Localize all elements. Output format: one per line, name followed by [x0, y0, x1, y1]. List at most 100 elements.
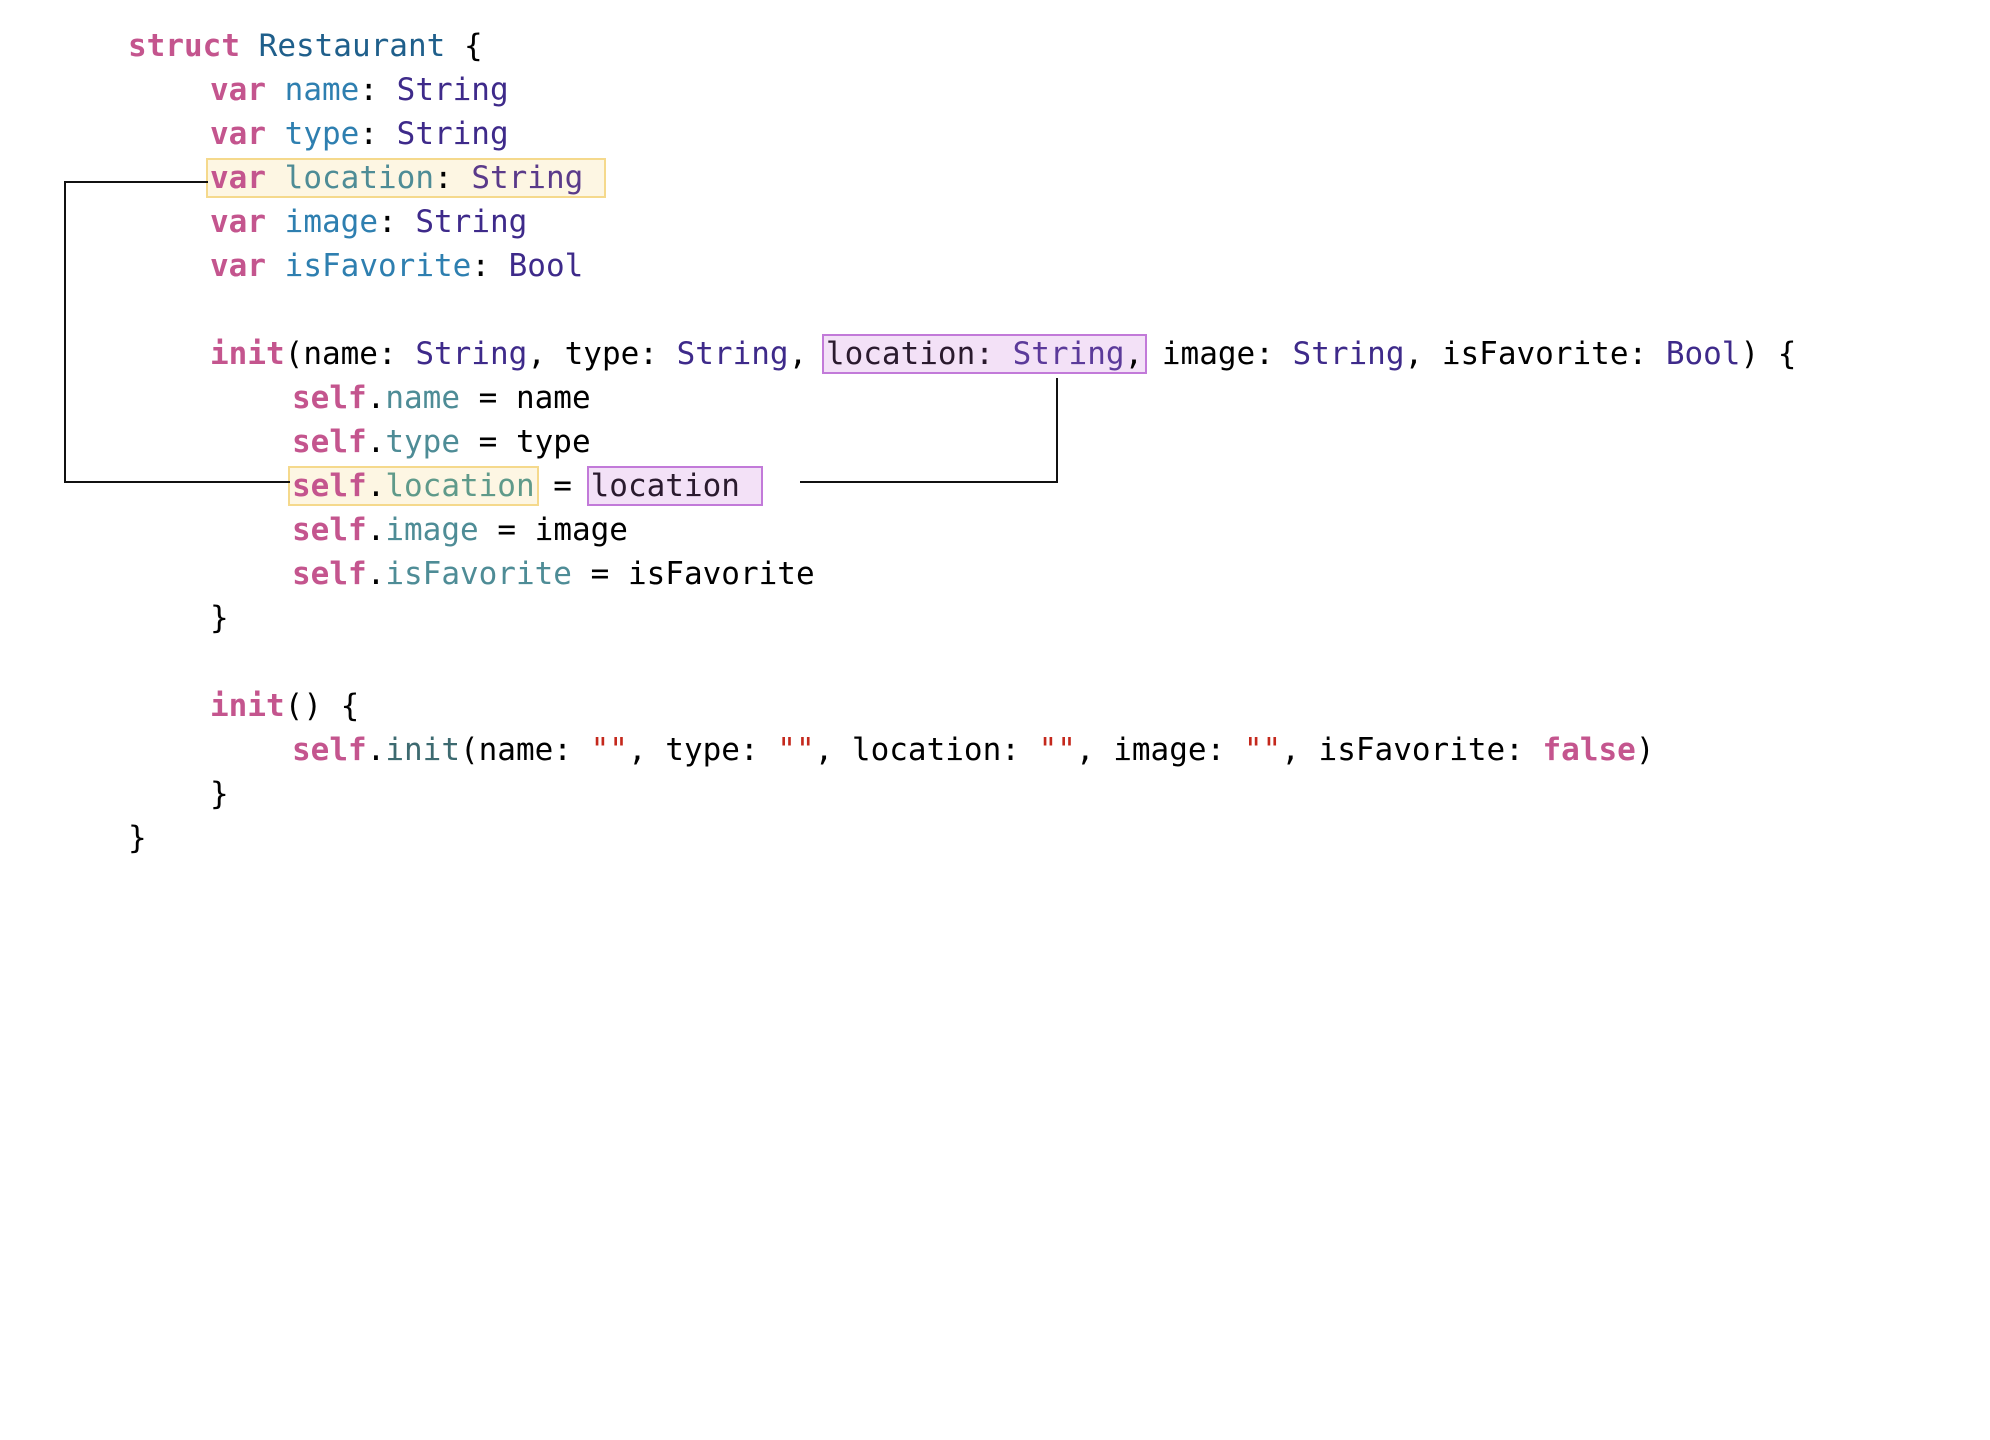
- self-keyword: self: [292, 468, 367, 504]
- location-value-highlight: location: [586, 466, 763, 506]
- location-parameter-highlight: location: String,: [821, 334, 1148, 374]
- assignment-line-image: self.image = image: [292, 508, 628, 552]
- assigned-value: isFavorite: [627, 556, 815, 592]
- colon: :: [471, 248, 509, 284]
- property-type: String: [415, 204, 528, 240]
- dot: .: [366, 468, 386, 504]
- member-name: name: [385, 380, 460, 416]
- param-type: String: [415, 336, 528, 372]
- var-keyword: var: [210, 72, 266, 108]
- param-label: , isFavorite:: [1404, 336, 1666, 372]
- dot: .: [366, 556, 386, 592]
- default-init-signature-line: init() {: [210, 684, 359, 728]
- var-keyword: var: [210, 116, 266, 152]
- open-brace: {: [445, 28, 483, 64]
- assignment-line-location: self.location = location: [288, 464, 763, 508]
- assigned-value: image: [534, 512, 628, 548]
- dot: .: [366, 424, 386, 460]
- param-label: , type:: [527, 336, 677, 372]
- self-keyword: self: [292, 556, 367, 592]
- self-keyword: self: [292, 424, 367, 460]
- assign-op: =: [534, 468, 591, 504]
- var-keyword: var: [210, 160, 266, 196]
- assigned-value: location: [590, 468, 740, 504]
- self-location-highlight: self.location: [288, 466, 539, 506]
- location-property-highlight: var location: String: [206, 158, 606, 198]
- init-keyword: init: [210, 336, 285, 372]
- member-name: type: [385, 424, 460, 460]
- arg-label: , type:: [627, 732, 778, 768]
- assign-op: =: [478, 512, 535, 548]
- property-name: type: [284, 116, 360, 152]
- assign-op: =: [571, 556, 628, 592]
- member-name: isFavorite: [385, 556, 572, 592]
- property-name: image: [284, 204, 378, 240]
- false-keyword: false: [1542, 732, 1636, 768]
- connector-left-vertical: [64, 181, 66, 483]
- param-label: location:: [825, 336, 1013, 372]
- arg-label: , isFavorite:: [1281, 732, 1543, 768]
- struct-keyword: struct: [128, 28, 240, 64]
- empty-string: "": [1038, 732, 1076, 768]
- param-label: (name:: [284, 336, 416, 372]
- arg-label: (name:: [459, 732, 591, 768]
- connector-value-horizontal: [800, 481, 1058, 483]
- assignment-line-type: self.type = type: [292, 420, 591, 464]
- struct-close-brace: }: [128, 820, 147, 856]
- separator: ,: [788, 336, 826, 372]
- property-line-location: var location: String: [206, 156, 606, 200]
- empty-string: "": [590, 732, 628, 768]
- dot: .: [366, 732, 386, 768]
- member-name: image: [385, 512, 479, 548]
- connector-self-location-bottom: [64, 481, 290, 483]
- param-type: String: [1012, 336, 1125, 372]
- param-type: String: [676, 336, 789, 372]
- property-name: location: [284, 160, 434, 196]
- dot: .: [366, 512, 386, 548]
- colon: :: [378, 204, 416, 240]
- init-close-brace: }: [210, 600, 229, 636]
- self-keyword: self: [292, 512, 367, 548]
- property-name: isFavorite: [284, 248, 472, 284]
- property-line-isfavorite: var isFavorite: Bool: [210, 244, 583, 288]
- self-keyword: self: [292, 380, 367, 416]
- assigned-value: type: [515, 424, 591, 460]
- signature-end: ) {: [1740, 336, 1797, 372]
- empty-string: "": [777, 732, 815, 768]
- connector-property-top: [64, 181, 208, 183]
- colon: :: [433, 160, 472, 196]
- arg-label: , location:: [814, 732, 1039, 768]
- init-method: init: [385, 732, 460, 768]
- property-line-name: var name: String: [210, 68, 509, 112]
- arg-label: , image:: [1075, 732, 1244, 768]
- default-init-close-brace: }: [210, 776, 229, 812]
- property-type: Bool: [508, 248, 584, 284]
- colon: :: [359, 72, 397, 108]
- assign-op: =: [459, 424, 516, 460]
- dot: .: [366, 380, 386, 416]
- call-end: ): [1635, 732, 1655, 768]
- comma: ,: [1124, 336, 1144, 372]
- property-type: String: [471, 160, 584, 196]
- code-listing: struct Restaurant { var name: String var…: [0, 0, 1796, 1440]
- var-keyword: var: [210, 248, 266, 284]
- connector-param-vertical: [1056, 378, 1058, 483]
- param-type: String: [1292, 336, 1405, 372]
- assign-op: =: [459, 380, 516, 416]
- assignment-line-name: self.name = name: [292, 376, 591, 420]
- param-type: Bool: [1665, 336, 1741, 372]
- property-name: name: [284, 72, 360, 108]
- signature-end: () {: [284, 688, 360, 724]
- property-type: String: [396, 72, 509, 108]
- colon: :: [359, 116, 397, 152]
- init-signature-line: init(name: String, type: String, locatio…: [210, 332, 1796, 376]
- property-line-image: var image: String: [210, 200, 527, 244]
- empty-string: "": [1243, 732, 1282, 768]
- assignment-line-isfavorite: self.isFavorite = isFavorite: [292, 552, 815, 596]
- init-keyword: init: [210, 688, 285, 724]
- default-init-call-line: self.init(name: "", type: "", location: …: [292, 728, 1655, 772]
- property-type: String: [396, 116, 509, 152]
- struct-declaration-line: struct Restaurant {: [128, 24, 483, 68]
- self-keyword: self: [292, 732, 367, 768]
- var-keyword: var: [210, 204, 266, 240]
